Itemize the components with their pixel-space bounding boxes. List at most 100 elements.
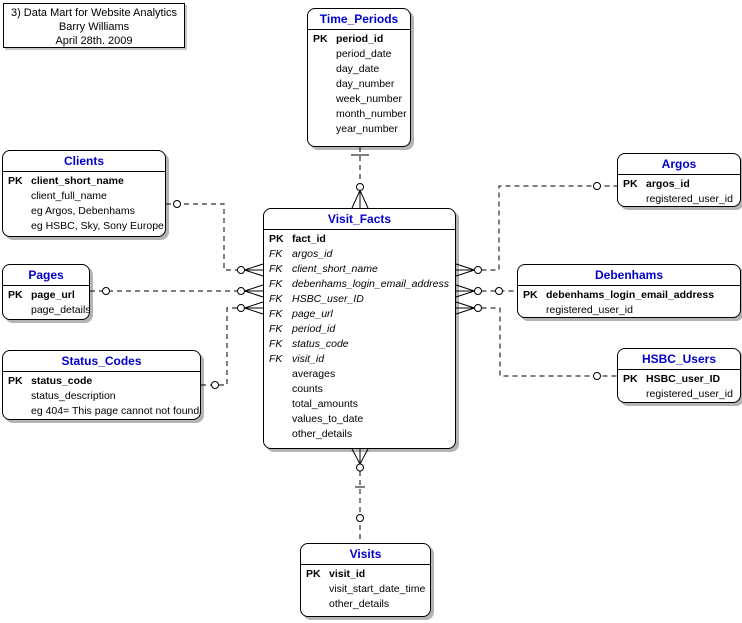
entity-title: Pages [3,265,89,286]
attribute-name: day_number [336,78,395,90]
attribute-name: fact_id [292,233,326,245]
diagram-title-box: 3) Data Mart for Website Analytics Barry… [3,3,185,48]
key-label [523,303,546,318]
entity-attribute-row: year_number [308,122,410,137]
key-label: FK [269,308,283,320]
entity-attributes: PK visit_id visit_start_date_time other_det… [301,565,430,615]
attribute-name: other_details [329,598,390,610]
key-label [269,367,292,382]
attribute-name: page_details [31,304,91,316]
entity-title: Status_Codes [3,351,200,372]
entity-attribute-row: other_details [264,427,455,442]
attribute-name: visit_start_date_time [329,583,426,595]
attribute-name: period_id [292,323,336,335]
entity-title: Clients [3,151,165,172]
attribute-name: argos_id [292,248,333,260]
attribute-name: year_number [336,123,398,135]
key-label [8,219,31,234]
key-label: PK [8,289,23,301]
entity-attribute-row: day_date [308,62,410,77]
entity-attributes: PK page_url page_details [3,286,91,321]
entity-attribute-row: client_full_name [3,189,165,204]
key-label [269,412,292,427]
relationship-status-codes-visit-facts [201,301,264,386]
key-label: PK [269,233,284,245]
entity-attribute-row: PK visit_id [301,567,430,582]
entity-attribute-row: total_amounts [264,397,455,412]
entity-attribute-row: PK page_url [3,288,89,303]
key-label [306,582,329,597]
attribute-name: page_url [31,289,75,301]
key-label: PK [8,175,23,187]
entity-pages: Pages PK page_url page_details [2,264,91,321]
attribute-name: status_code [292,338,349,350]
entity-attribute-row: eg 404= This page cannot not found [3,404,200,419]
entity-attributes: PK debenhams_login_email_address registere… [518,286,740,321]
entity-attribute-row: PK client_short_name [3,174,165,189]
attribute-name: argos_id [646,178,690,190]
key-label [8,303,31,318]
key-label [313,92,336,107]
attribute-name: registered_user_id [546,304,633,316]
entity-attribute-row: PK fact_id [264,232,455,247]
key-label: FK [269,323,283,335]
key-label [313,122,336,137]
entity-attribute-row: eg HSBC, Sky, Sony Europe [3,219,165,234]
attribute-name: status_code [31,375,93,387]
attribute-name: period_id [336,33,384,45]
attribute-name: client_short_name [31,175,124,187]
relationship-pages-visit-facts [90,284,264,298]
attribute-name: visit_id [292,353,325,365]
entity-attribute-row: period_date [308,47,410,62]
key-label: FK [269,248,283,260]
attribute-name: visit_id [329,568,366,580]
diagram-date-line: April 28th. 2009 [55,35,133,47]
attribute-name: day_date [336,63,380,75]
entity-attribute-row: other_details [301,597,430,612]
attribute-name: page_url [292,308,333,320]
attribute-name: counts [292,383,323,395]
entity-title: Debenhams [518,265,740,286]
key-label [8,404,31,419]
key-label [269,427,292,442]
entity-attribute-row: registered_user_id [518,303,740,318]
key-label: FK [269,353,283,365]
key-label [306,597,329,612]
entity-attribute-row: month_number [308,107,410,122]
entity-debenhams: Debenhams PK debenhams_login_email_addres… [517,264,741,318]
entity-attribute-row: registered_user_id [618,192,740,207]
entity-attribute-row: day_number [308,77,410,92]
attribute-name: period_date [336,48,392,60]
entity-attribute-row: averages [264,367,455,382]
entity-status-codes: Status_Codes PK status_code status_descrip… [2,350,201,420]
entity-title: HSBC_Users [618,349,740,370]
key-label: PK [523,289,538,301]
entity-attribute-row: week_number [308,92,410,107]
key-label: PK [8,375,23,387]
key-label: FK [269,263,283,275]
entity-attribute-row: FK page_url [264,307,455,322]
entity-attribute-row: PK argos_id [618,177,740,192]
attribute-name: eg Argos, Debenhams [31,205,135,217]
key-label [8,389,31,404]
attribute-name: client_short_name [292,263,378,275]
diagram-author-line: Barry Williams [58,21,130,33]
entity-attribute-row: values_to_date [264,412,455,427]
entity-attributes: PK argos_id registered_user_id [618,175,740,210]
attribute-name: debenhams_login_email_address [546,289,715,301]
entity-attribute-row: page_details [3,303,91,318]
diagram-title-line: 3) Data Mart for Website Analytics [10,7,178,19]
key-label: PK [623,178,638,190]
attribute-name: values_to_date [292,413,364,425]
key-label: PK [306,568,321,580]
attribute-name: status_description [31,390,116,402]
attribute-name: total_amounts [292,398,358,410]
entity-attribute-row: visit_start_date_time [301,582,430,597]
